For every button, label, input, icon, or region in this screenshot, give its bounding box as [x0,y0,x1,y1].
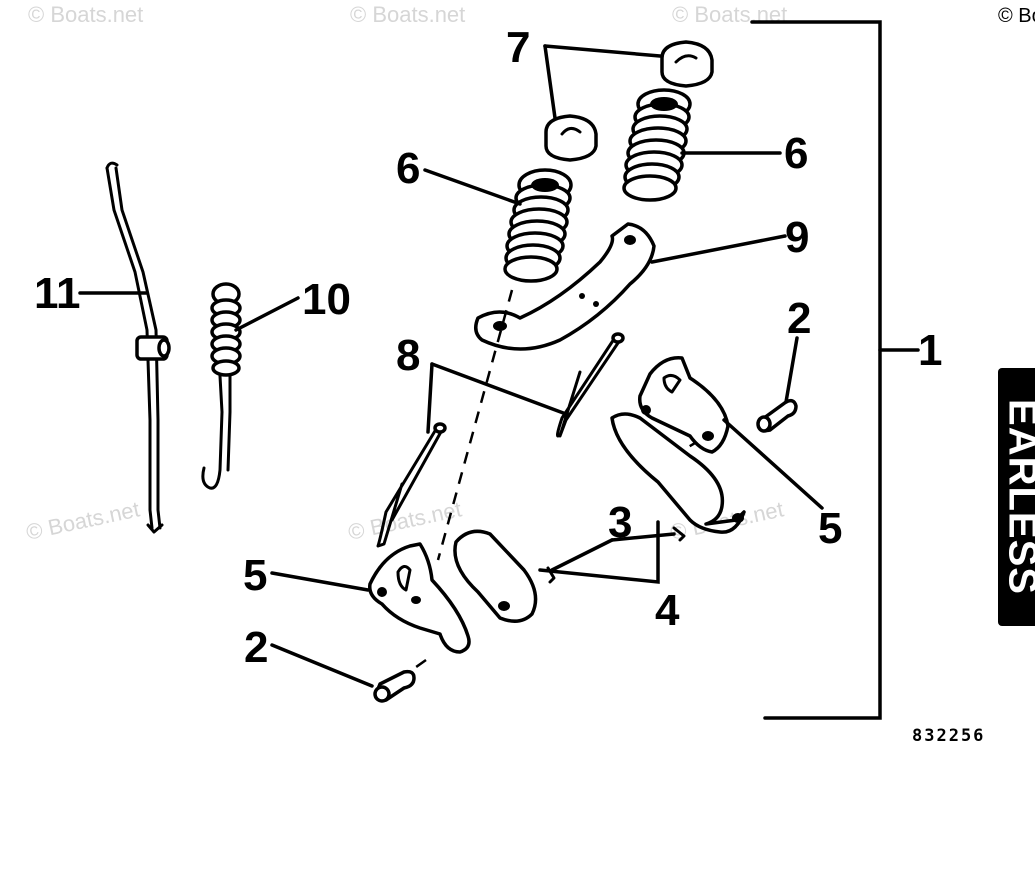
callout-label-3: 3 [608,498,632,547]
side-tab-background [998,368,1035,626]
callout-labels: 1 2 2 3 4 5 5 6 6 7 8 9 10 11 [34,23,942,672]
watermark-text: © Boats.net [350,2,465,27]
callout-label-8: 8 [396,331,420,380]
centerline [436,289,514,561]
callout-label-7: 7 [506,23,530,72]
part-compression-spring-right [622,88,692,202]
part-lever-left [368,542,471,654]
callout-label-2-left: 2 [244,623,268,672]
callout-label-6-right: 6 [784,129,808,178]
part-lever-right [638,356,730,454]
centerline [391,658,427,686]
assembly-bracket [750,20,882,720]
callout-label-10: 10 [302,275,351,324]
part-compression-spring-left [503,168,573,283]
side-tab: EARLESS [998,368,1035,626]
side-tab-label: EARLESS [1000,399,1035,595]
callout-label-5-left: 5 [243,551,267,600]
part-pin-right [756,398,798,433]
part-cam-plate-left [453,529,538,623]
part-pin-left [373,669,416,703]
part-cotter-pins [376,332,625,548]
part-rod [105,161,171,534]
part-extension-spring [201,282,242,490]
watermark-text: © Boats.net [346,496,464,544]
callout-label-4: 4 [655,586,680,635]
part-spring-plate [474,222,656,351]
part-cam-plate-right [610,412,746,534]
watermark-text: © Boats.net [998,5,1035,27]
callout-label-5-right: 5 [818,504,842,553]
part-caps [544,40,714,162]
watermark-text: © Boats.net [24,496,142,544]
leader-lines [78,44,824,688]
watermark-text: © Boats.net [28,2,143,27]
callout-label-1: 1 [918,326,942,375]
callout-label-11: 11 [34,269,81,318]
diagram-number: 832256 [912,726,985,746]
callout-label-2-right: 2 [787,294,811,343]
callout-label-6-left: 6 [396,144,420,193]
callout-label-9: 9 [785,213,809,262]
